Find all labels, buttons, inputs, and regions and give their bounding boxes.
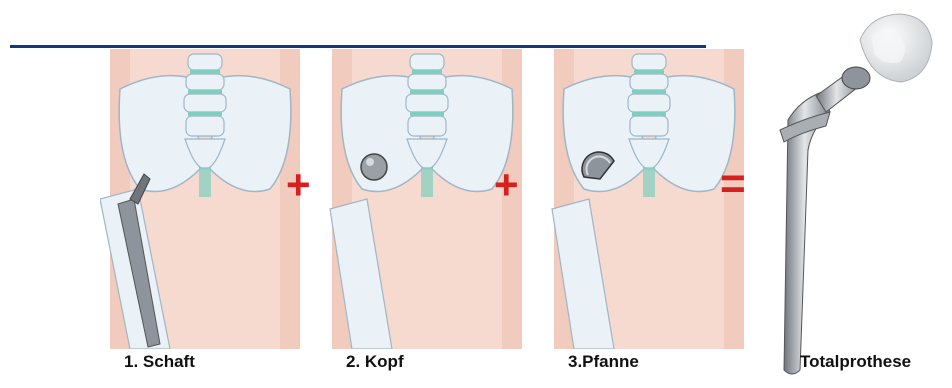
top-divider-line [10, 45, 706, 48]
total-prosthesis-illustration [760, 0, 950, 383]
step-2-label: 2. Kopf [346, 352, 404, 372]
step-3-label: 3.Pfanne [568, 352, 639, 372]
result-label: Totalprothese [800, 352, 911, 372]
equals-sign: = [720, 162, 746, 206]
plus-sign-2: + [494, 164, 519, 206]
step-1-label: 1. Schaft [124, 352, 195, 372]
plus-sign-1: + [286, 164, 311, 206]
step-1-illustration [100, 49, 310, 349]
